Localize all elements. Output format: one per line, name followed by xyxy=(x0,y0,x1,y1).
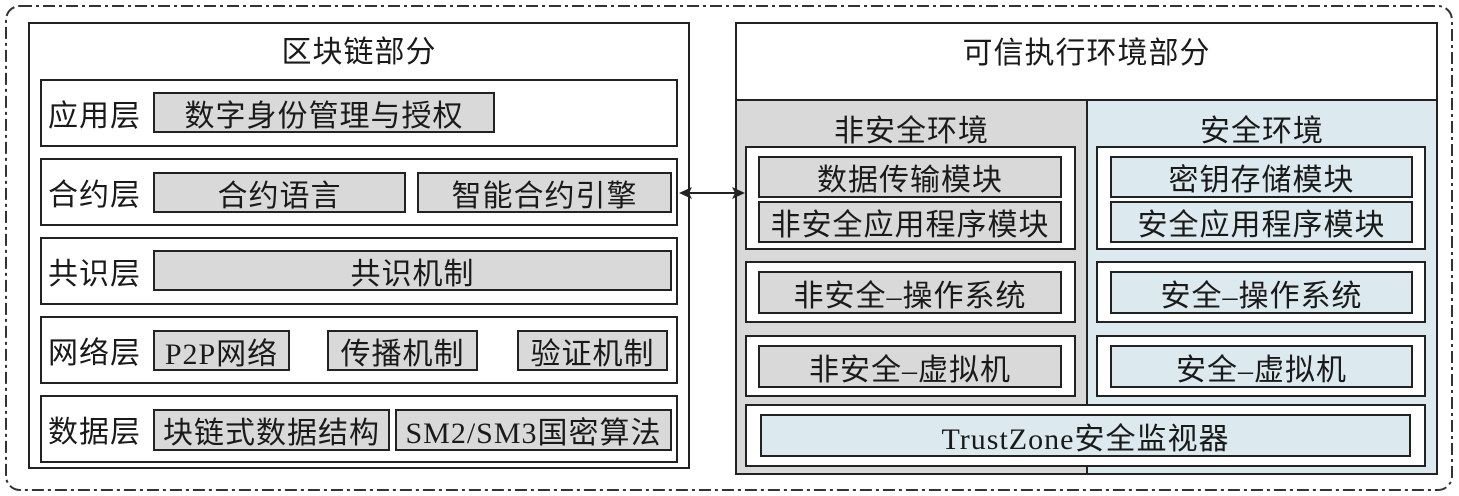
normal-os-module: 非安全–操作系统 xyxy=(758,271,1062,314)
propagation-mechanism-module: 传播机制 xyxy=(327,330,478,371)
application-layer-label: 应用层 xyxy=(48,100,141,133)
trustzone-monitor-module: TrustZone安全监视器 xyxy=(760,414,1411,457)
data-layer-label: 数据层 xyxy=(48,416,141,449)
blockchain-title: 区块链部分 xyxy=(281,36,437,69)
contract-language-module: 合约语言 xyxy=(153,172,406,213)
network-layer-label: 网络层 xyxy=(48,337,141,370)
chain-data-structure-module: 块链式数据结构 xyxy=(153,409,390,451)
normal-app-module: 非安全应用程序模块 xyxy=(758,201,1062,243)
digital-identity-module: 数字身份管理与授权 xyxy=(153,92,495,133)
normal-world-title: 非安全环境 xyxy=(834,115,989,148)
sm2-sm3-crypto-module: SM2/SM3国密算法 xyxy=(395,409,672,451)
secure-vm-module: 安全–虚拟机 xyxy=(1110,345,1413,388)
secure-world-title: 安全环境 xyxy=(1200,115,1324,148)
consensus-layer-label: 共识层 xyxy=(48,258,141,291)
secure-app-module: 安全应用程序模块 xyxy=(1110,201,1413,243)
tee-title: 可信执行环境部分 xyxy=(962,37,1211,70)
smart-contract-engine-module: 智能合约引擎 xyxy=(417,172,672,213)
data-transfer-module: 数据传输模块 xyxy=(758,156,1062,198)
key-storage-module: 密钥存储模块 xyxy=(1110,156,1413,198)
p2p-network-module: P2P网络 xyxy=(153,330,290,371)
normal-vm-module: 非安全–虚拟机 xyxy=(758,345,1062,388)
contract-layer-label: 合约层 xyxy=(48,179,141,212)
secure-os-module: 安全–操作系统 xyxy=(1110,271,1413,314)
consensus-mechanism-module: 共识机制 xyxy=(153,250,672,291)
verification-mechanism-module: 验证机制 xyxy=(517,330,668,371)
